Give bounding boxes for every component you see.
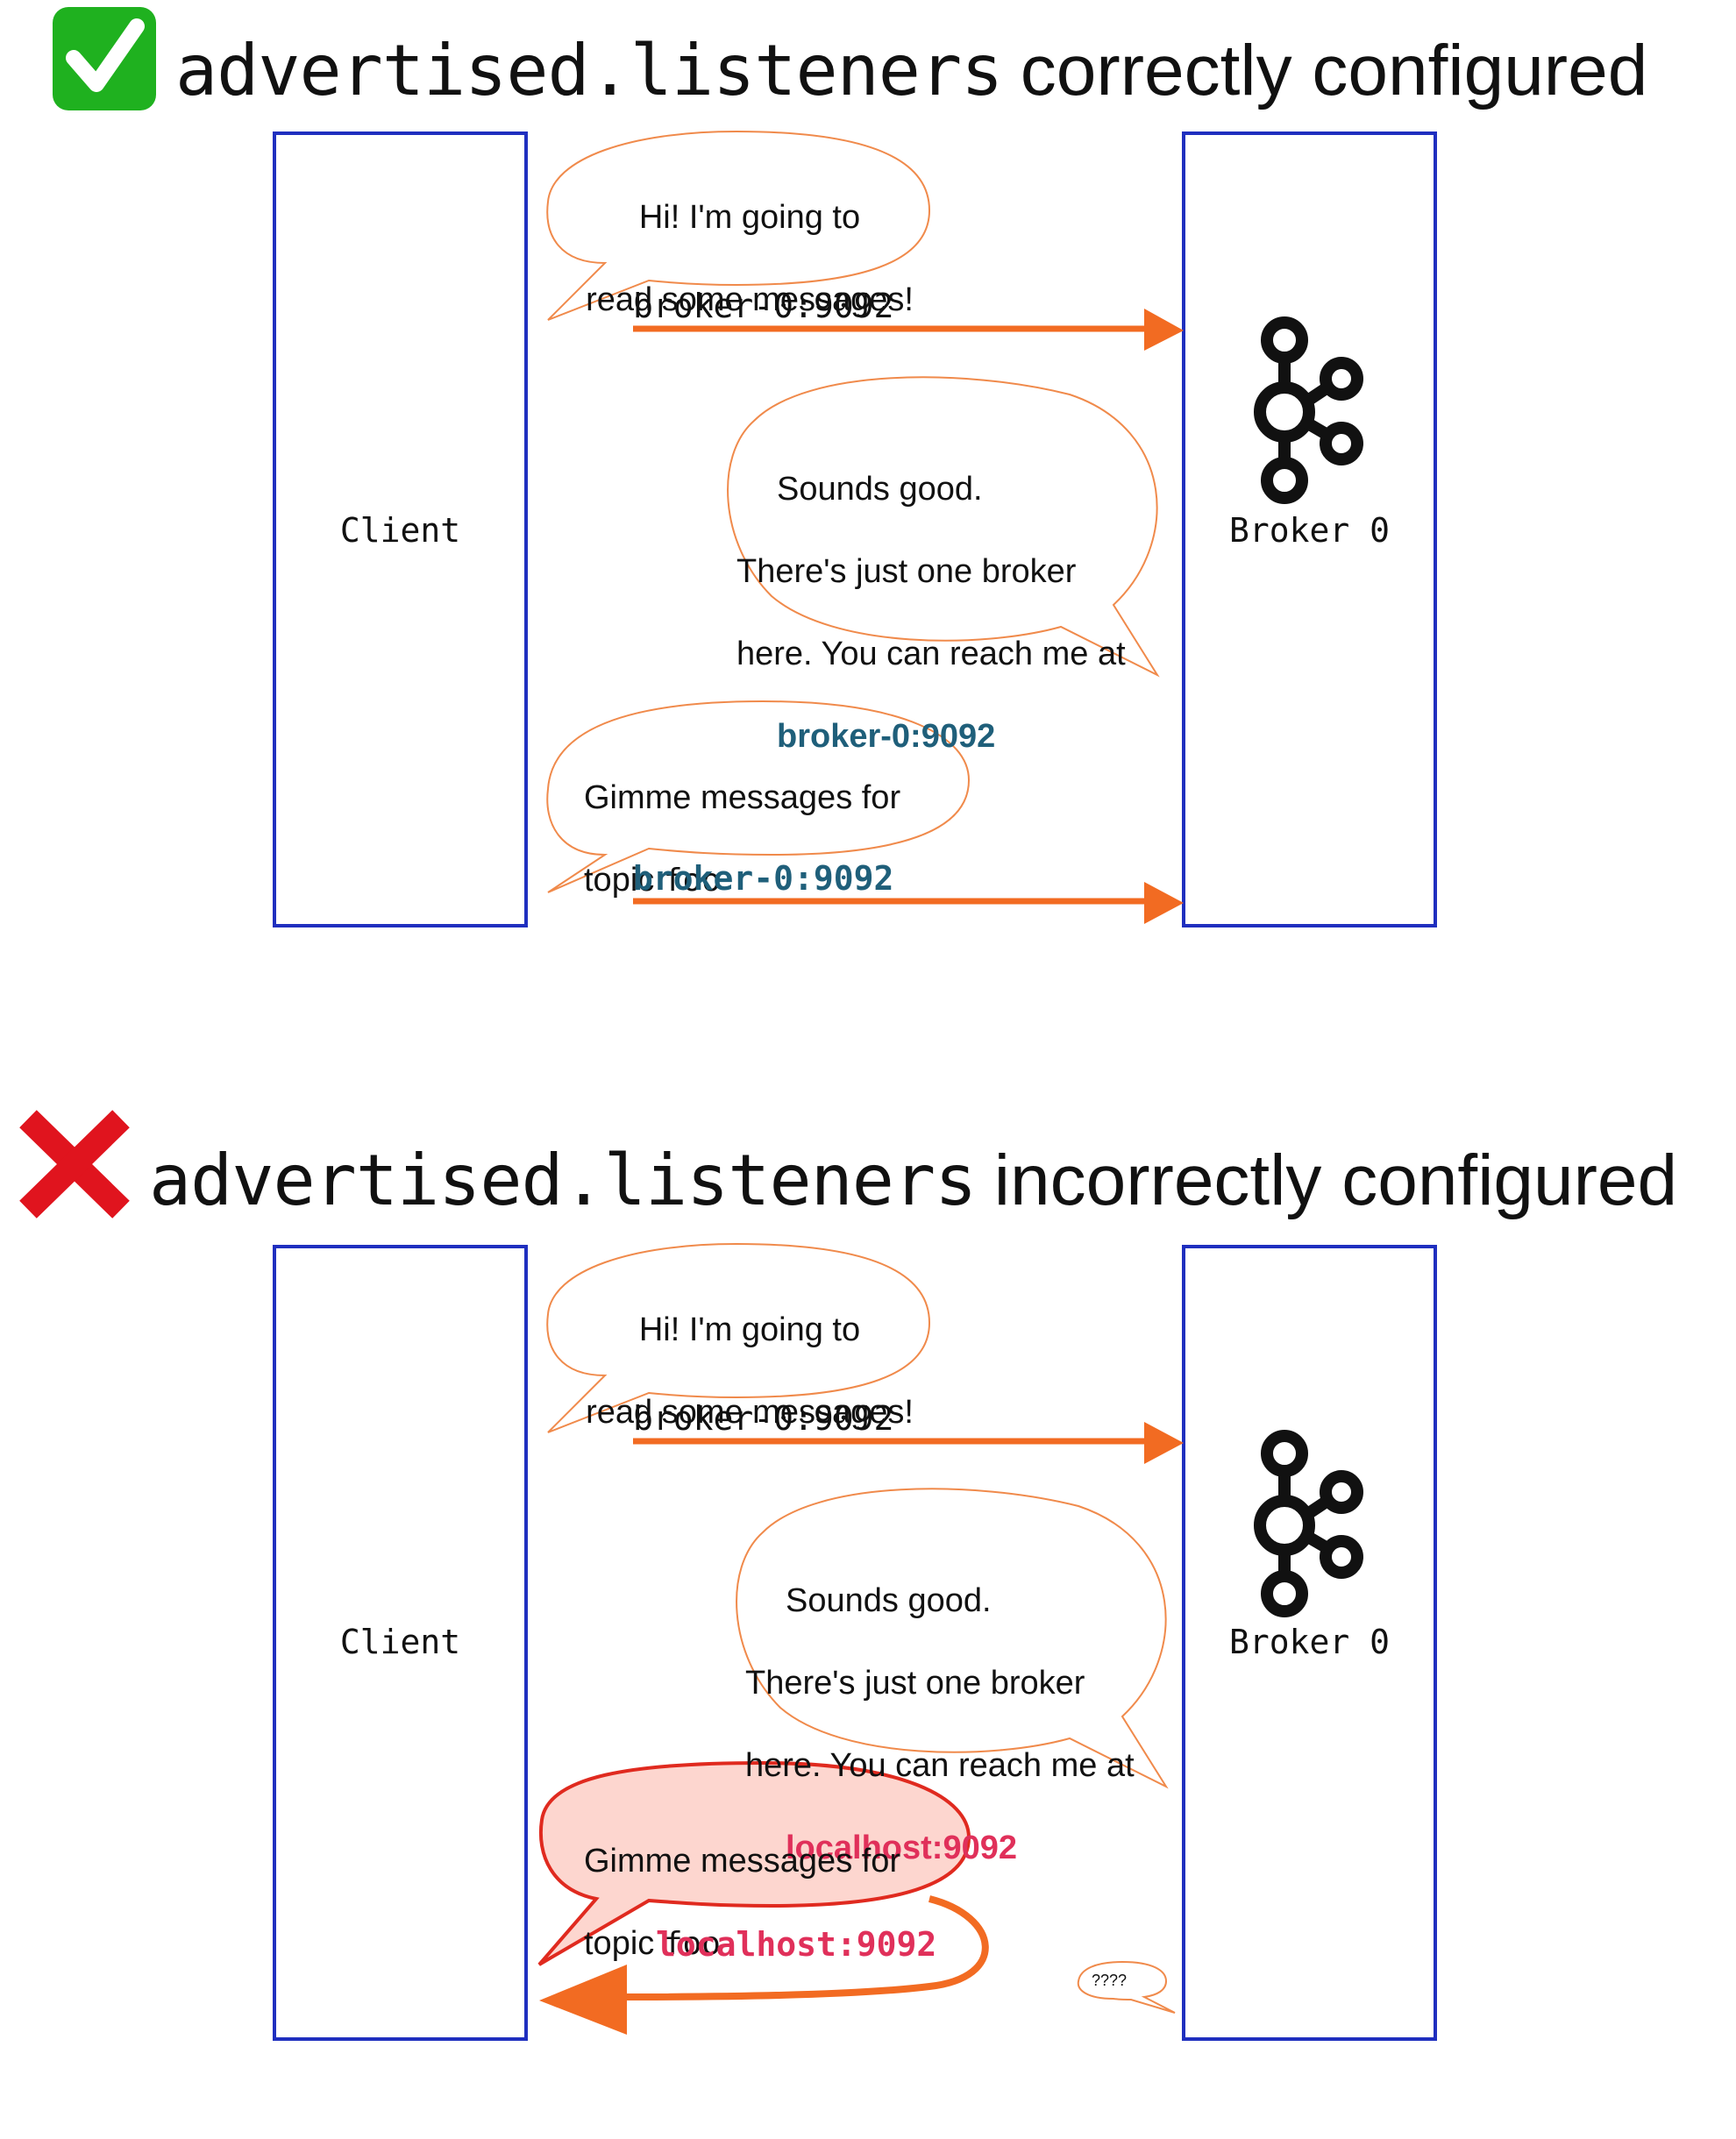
bubble-fetch-line-1: Gimme messages for [584, 779, 901, 816]
panel-incorrect-graphics [19, 1110, 1437, 2041]
arrow-2-address: broker-0:9092 [633, 859, 894, 898]
heading-status-text: incorrectly configured [993, 1141, 1678, 1220]
check-mark-icon [53, 7, 156, 110]
speech-bubble-fetch-error [537, 1760, 971, 1966]
bubble-fetch-topic-prefix: topic [584, 1925, 655, 1962]
bubble-reply-text: Sounds good. There's just one broker her… [736, 428, 1157, 799]
broker-box [1182, 131, 1437, 927]
bubble-reply-line-3: here. You can reach me at [745, 1747, 1135, 1784]
kafka-logo-icon [1254, 316, 1363, 504]
bubble-fetch-topic: foo [663, 863, 721, 899]
bubble-reply-line-1: Sounds good. [777, 471, 983, 508]
bubble-reply-line-2: There's just one broker [736, 553, 1077, 590]
client-box [273, 131, 528, 927]
panel-incorrect-heading: advertised.listeners incorrectly configu… [149, 1145, 1677, 1217]
panel-correct-heading: advertised.listeners correctly configure… [175, 35, 1647, 107]
arrow-1-address: broker-0:9092 [633, 1399, 894, 1438]
heading-config-key: advertised.listeners [175, 30, 1003, 111]
speech-bubble-hello [546, 1242, 931, 1433]
confused-bubble-text: ???? [1092, 1972, 1128, 1989]
arrow-broker-to-client-loop [613, 1895, 989, 2000]
client-label: Client [339, 1623, 461, 1661]
panel-correct: advertised.listeners correctly configure… [0, 0, 1736, 1029]
bubble-reply-line-3: here. You can reach me at [736, 636, 1126, 672]
speech-bubble-reply [736, 1488, 1169, 1789]
speech-bubble-confused [1077, 1960, 1176, 2014]
bubble-fetch-line-1: Gimme messages for [584, 1843, 901, 1880]
bubble-reply-text: Sounds good. There's just one broker her… [745, 1539, 1166, 1910]
arrowhead-1 [1144, 1422, 1184, 1464]
heading-status-text: correctly configured [1020, 31, 1648, 110]
arrow-1-address: broker-0:9092 [633, 287, 894, 325]
broker-label: Broker 0 [1228, 1623, 1391, 1661]
panel-correct-graphics [53, 7, 1437, 927]
bubble-hello-line-2: read some messages! [586, 1394, 914, 1431]
client-box [273, 1245, 528, 2041]
panel-incorrect: advertised.listeners incorrectly configu… [0, 1110, 1736, 2139]
bubble-hello-line-1: Hi! I'm going to [638, 1311, 861, 1348]
bubble-hello-text: Hi! I'm going to read some messages! [566, 1268, 934, 1475]
kafka-logo-icon [1254, 1430, 1363, 1617]
bubble-fetch-topic-prefix: topic [584, 862, 655, 899]
speech-bubble-reply [727, 376, 1160, 678]
speech-bubble-fetch [546, 700, 971, 893]
diagram-stage: advertised.listeners correctly configure… [0, 0, 1736, 2041]
arrowhead-2 [1144, 882, 1184, 924]
arrow-2-address: localhost:9092 [656, 1925, 937, 1964]
bubble-fetch-text: Gimme messages for topic foo [584, 1800, 952, 2006]
bubble-reply-line-1: Sounds good. [786, 1582, 992, 1619]
bubble-reply-line-2: There's just one broker [745, 1665, 1085, 1702]
broker-box [1182, 1245, 1437, 2041]
arrowhead-1 [1144, 309, 1184, 351]
cross-mark-icon [19, 1110, 130, 1219]
bubble-fetch-text: Gimme messages for topic foo [584, 736, 952, 942]
speech-bubble-hello [546, 130, 931, 321]
broker-label: Broker 0 [1228, 511, 1391, 550]
client-label: Client [339, 511, 461, 550]
bubble-reply-address: localhost:9092 [786, 1830, 1017, 1866]
bubble-fetch-line-2: topic foo [584, 860, 952, 901]
arrowhead-back-to-client [539, 1965, 627, 2035]
heading-config-key: advertised.listeners [149, 1140, 977, 1221]
bubble-hello-line-2: read some messages! [586, 281, 914, 318]
bubble-fetch-line-2: topic foo [584, 1923, 952, 1965]
bubble-fetch-topic: foo [663, 1926, 721, 1962]
bubble-hello-text: Hi! I'm going to read some messages! [566, 156, 934, 362]
bubble-reply-address: broker-0:9092 [777, 718, 996, 755]
bubble-hello-line-1: Hi! I'm going to [638, 199, 861, 236]
